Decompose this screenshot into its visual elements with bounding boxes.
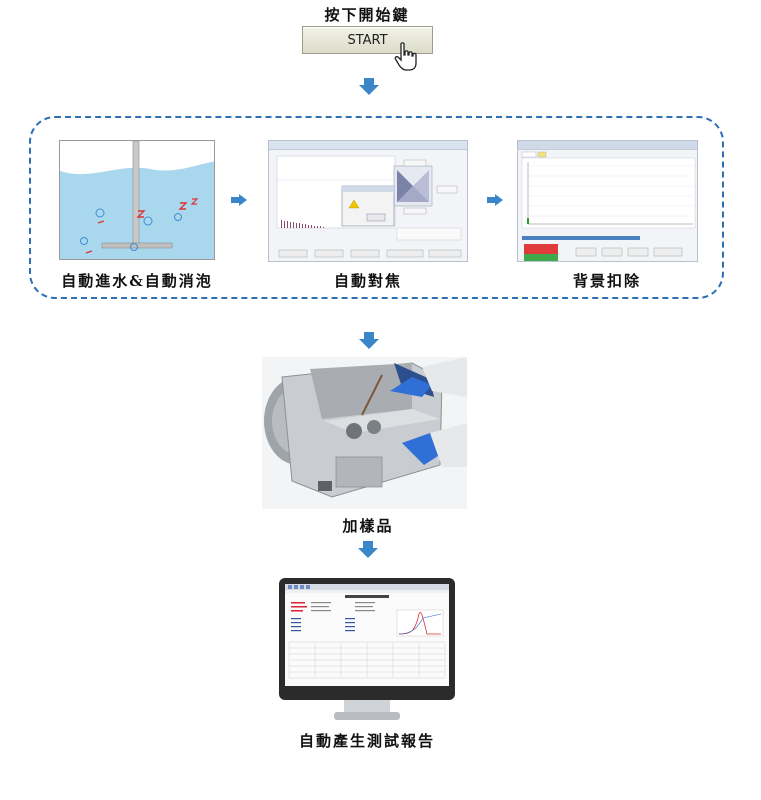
auto-water-defoam-label: 自動進水&自動消泡 (61, 272, 213, 290)
monitor-stand-base (334, 712, 400, 720)
hand-pointer-icon (394, 42, 417, 71)
start-step-label: 按下開始鍵 (324, 6, 410, 24)
report-monitor (279, 578, 455, 700)
auto-process-group (29, 116, 724, 299)
add-sample-label: 加樣品 (342, 517, 394, 535)
start-button[interactable]: START (302, 26, 433, 54)
background-subtraction-screenshot (517, 140, 698, 262)
auto-report-label: 自動產生測試報告 (298, 732, 435, 750)
flow-arrow-right-1 (231, 194, 247, 206)
flow-arrow-right-2 (487, 194, 503, 206)
background-subtraction-label: 背景扣除 (572, 272, 641, 290)
monitor-stand-neck (344, 700, 390, 714)
instrument-photo (262, 357, 467, 509)
auto-focus-label: 自動對焦 (333, 272, 402, 290)
water-fill-illustration (59, 140, 215, 260)
start-button-label: START (347, 32, 388, 48)
auto-alignment-screenshot (268, 140, 468, 262)
